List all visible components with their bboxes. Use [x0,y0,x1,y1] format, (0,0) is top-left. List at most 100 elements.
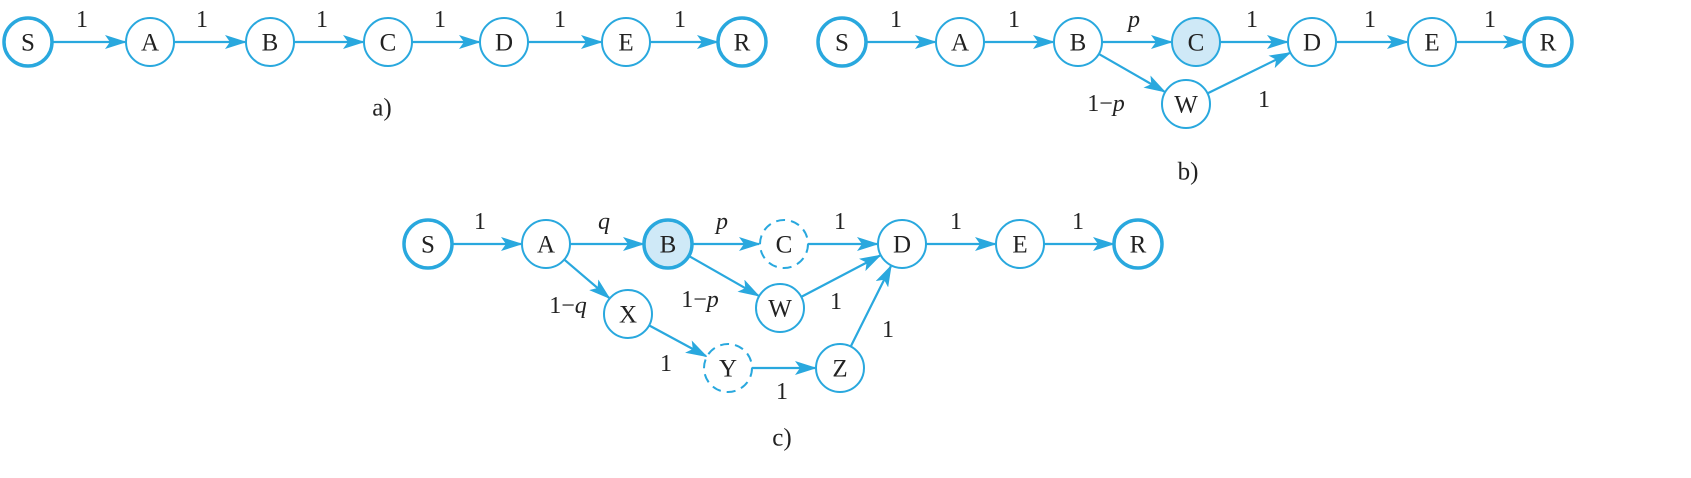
node-a: A [521,219,571,269]
node-circle-b [642,218,694,270]
node-label-r: R [734,30,751,57]
node-label-s: S [835,30,849,57]
edge-label-c-d: 1 [1246,7,1258,33]
node-label-a: A [951,30,969,57]
node-label-c: C [776,232,793,259]
node-circle-s [402,218,454,270]
edge-label-e-r: 1 [674,7,686,33]
node-label-s: S [421,232,435,259]
node-circle-c [759,219,809,269]
node-s: S [816,16,868,68]
node-label-s: S [21,30,35,57]
edge-label-a-b: 1 [196,7,208,33]
node-a: A [935,17,985,67]
node-circle-b [245,17,295,67]
edge-b-to-w [688,254,761,297]
node-w: W [755,283,805,333]
node-circle-r [1112,218,1164,270]
edge-label-c-d: 1 [834,209,846,235]
panel-caption: a) [372,95,391,122]
edge-label-s-a: 1 [890,7,902,33]
node-label-c: C [380,30,397,57]
node-label-a: A [537,232,555,259]
node-c: C [1171,17,1221,67]
edge-label-d-e: 1 [1364,7,1376,33]
node-circle-x [603,289,653,339]
node-circle-e [1407,17,1457,67]
node-b: B [642,218,694,270]
node-circle-c [363,17,413,67]
edge-label-w-d: 1 [1258,87,1270,113]
node-label-b: B [1070,30,1087,57]
node-label-z: Z [832,356,847,383]
node-label-r: R [1540,30,1557,57]
node-d: D [1287,17,1337,67]
node-label-a: A [141,30,159,57]
edge-label-d-e: 1 [554,7,566,33]
edge-label-d-e: 1 [950,209,962,235]
node-circle-c [1171,17,1221,67]
edge-label-a-b: 1 [1008,7,1020,33]
node-circle-w [1161,79,1211,129]
node-b: B [1053,17,1103,67]
node-r: R [716,16,768,68]
node-d: D [877,219,927,269]
node-label-x: X [619,302,637,329]
edge-b-to-w [1098,52,1167,93]
node-label-c: C [1188,30,1205,57]
node-circle-d [479,17,529,67]
edge-w-to-d [1207,52,1292,95]
node-circle-a [521,219,571,269]
edge-label-b-c: 1 [316,7,328,33]
node-circle-a [125,17,175,67]
node-a: A [125,17,175,67]
node-circle-d [1287,17,1337,67]
edge-label-e-r: 1 [1072,209,1084,235]
panel-caption: c) [772,425,791,452]
node-label-y: Y [719,356,737,383]
edge-z-to-d [849,264,892,348]
node-circle-r [1522,16,1574,68]
node-w: W [1161,79,1211,129]
node-s: S [402,218,454,270]
edge-label-z-d: 1 [882,317,894,343]
edge-label-w-d: 1 [830,289,842,315]
edge-label-x-y: 1 [660,351,672,377]
node-circle-w [755,283,805,333]
edge-label-s-a: 1 [474,209,486,235]
node-label-b: B [262,30,279,57]
node-d: D [479,17,529,67]
node-label-d: D [1303,30,1321,57]
edge-x-to-y [648,324,708,358]
node-label-w: W [1174,92,1198,119]
edge-label-b-w: 1−p [1087,91,1125,117]
node-z: Z [815,343,865,393]
node-label-b: B [660,232,677,259]
node-circle-d [877,219,927,269]
node-label-d: D [495,30,513,57]
node-label-w: W [768,296,792,323]
node-circle-a [935,17,985,67]
node-label-e: E [1012,232,1027,259]
node-label-r: R [1130,232,1147,259]
edge-label-a-b: q [598,209,610,235]
edge-label-b-c: p [1126,7,1140,33]
node-c: C [759,219,809,269]
edge-label-b-c: p [714,209,728,235]
edge-label-a-x: 1−q [549,293,587,319]
edge-label-b-w: 1−p [681,287,719,313]
node-e: E [1407,17,1457,67]
edge-w-to-d [800,254,882,298]
node-circle-e [995,219,1045,269]
node-r: R [1112,218,1164,270]
node-b: B [245,17,295,67]
node-label-e: E [618,30,633,57]
node-circle-e [601,17,651,67]
node-e: E [995,219,1045,269]
node-circle-z [815,343,865,393]
node-x: X [603,289,653,339]
